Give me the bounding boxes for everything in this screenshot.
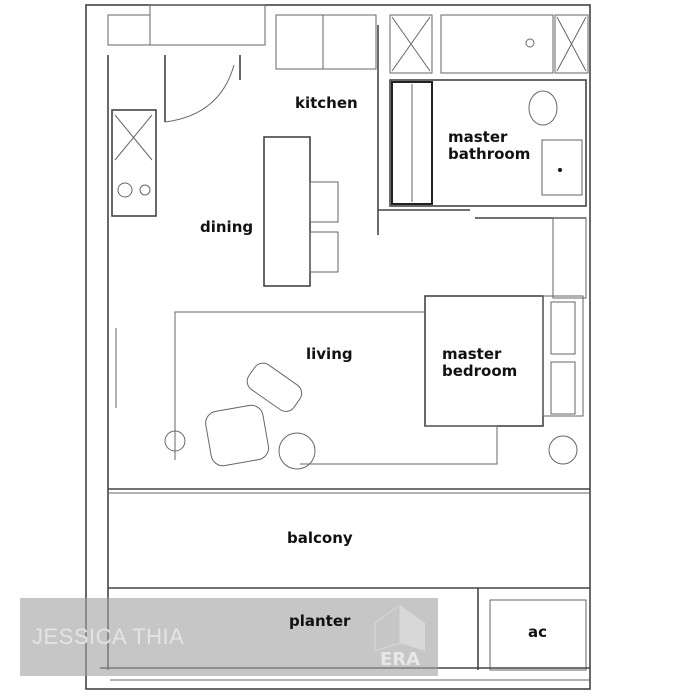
room-label-ac: ac xyxy=(528,623,547,641)
headboard xyxy=(542,295,584,417)
cabinet xyxy=(107,14,151,46)
side-table xyxy=(278,432,316,470)
drain xyxy=(558,168,562,172)
bathroom-wall xyxy=(389,79,587,207)
watermark: JESSICA THIA ERA xyxy=(20,598,438,676)
toilet xyxy=(528,90,558,126)
room-label-living: living xyxy=(306,345,353,363)
pillow xyxy=(550,301,576,355)
pillow xyxy=(550,361,576,415)
x-mark xyxy=(556,16,587,72)
room-label-master-bathroom: master xyxy=(448,128,508,146)
x-mark xyxy=(391,16,431,72)
era-logo: ERA xyxy=(374,604,425,670)
armchair xyxy=(205,404,270,467)
watermark-name: JESSICA THIA xyxy=(32,624,185,649)
rug xyxy=(174,311,425,460)
ottoman xyxy=(246,362,303,412)
cabinet xyxy=(552,217,587,299)
room-label-master-bedroom: master xyxy=(442,345,502,363)
wardrobe xyxy=(389,14,433,74)
room-label-master-bathroom: bathroom xyxy=(448,145,530,163)
cabinet xyxy=(149,4,266,46)
stool xyxy=(309,231,339,273)
shower xyxy=(440,14,554,74)
ac-ledge xyxy=(489,599,587,671)
sink-bowl xyxy=(117,182,133,198)
logo-shape xyxy=(400,605,425,651)
basin xyxy=(541,139,583,196)
room-label-dining: dining xyxy=(200,218,253,236)
kitchen-counter xyxy=(275,14,377,70)
room-label-kitchen: kitchen xyxy=(295,94,358,112)
wardrobe xyxy=(391,81,433,205)
stove-mark xyxy=(114,114,153,161)
outer-wall xyxy=(85,4,591,690)
shower-head xyxy=(525,38,535,48)
plant xyxy=(164,430,186,452)
room-label-balcony: balcony xyxy=(287,529,353,547)
wardrobe xyxy=(554,14,589,74)
dining-island xyxy=(263,136,311,287)
stool xyxy=(309,181,339,223)
stove-counter xyxy=(111,109,157,217)
room-label-master-bedroom: bedroom xyxy=(442,362,517,380)
sink-bowl xyxy=(139,184,151,196)
side-plant xyxy=(548,435,578,465)
door-swing xyxy=(164,64,235,123)
logo-shape xyxy=(374,604,401,652)
rug xyxy=(300,425,498,465)
logo-text: ERA xyxy=(380,649,420,670)
